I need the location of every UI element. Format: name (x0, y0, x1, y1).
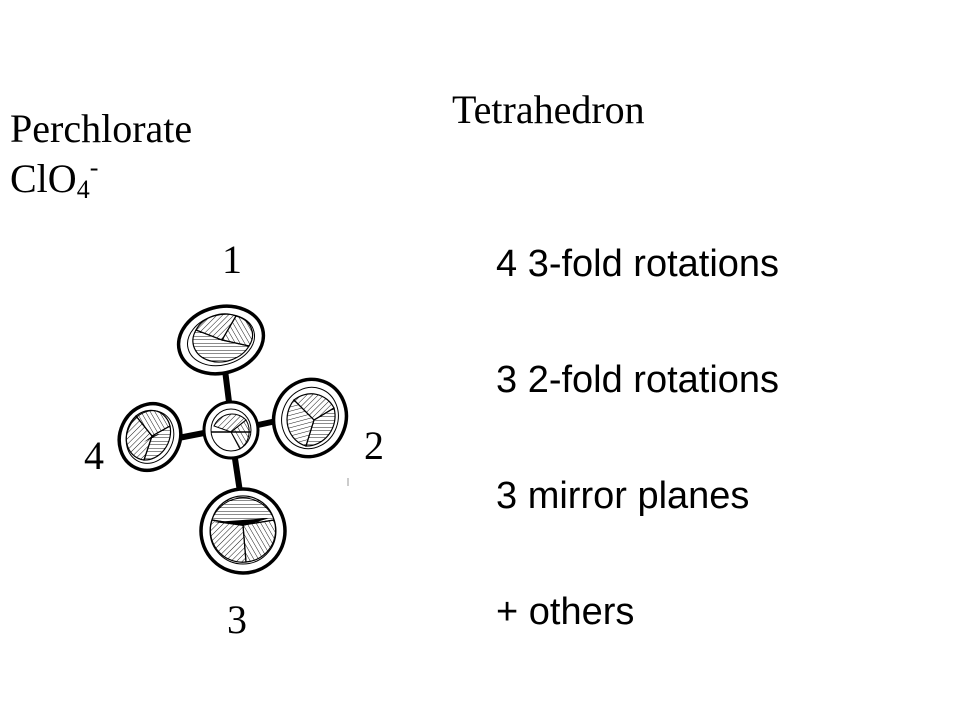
perchlorate-molecule-drawing (117, 304, 349, 575)
formula-charge: - (89, 153, 99, 182)
atom-label-1: 1 (222, 237, 242, 282)
formula-base: ClO (10, 156, 77, 201)
oxygen-atom-2 (271, 377, 349, 459)
compound-label: Perchlorate ClO4- (10, 104, 192, 204)
atom-label-4: 4 (84, 433, 104, 478)
chlorine-atom (202, 400, 260, 460)
symmetry-element-others: + others (496, 591, 635, 633)
formula-subscript: 4 (76, 175, 90, 204)
oxygen-atom-3 (199, 487, 287, 575)
symmetry-element-2fold: 3 2-fold rotations (496, 359, 780, 401)
atom-label-3: 3 (227, 597, 247, 642)
symmetry-element-3fold: 4 3-fold rotations (496, 243, 780, 285)
heading: Tetrahedron (452, 87, 645, 132)
compound-name: Perchlorate (10, 106, 193, 151)
symmetry-elements-list: 4 3-fold rotations 3 2-fold rotations 3 … (496, 240, 779, 646)
oxygen-atom-4 (117, 401, 183, 473)
oxygen-atom-1 (176, 304, 266, 376)
symmetry-element-mirror: 3 mirror planes (496, 475, 750, 517)
atom-label-2: 2 (364, 423, 384, 468)
compound-formula: ClO4- (10, 154, 192, 204)
